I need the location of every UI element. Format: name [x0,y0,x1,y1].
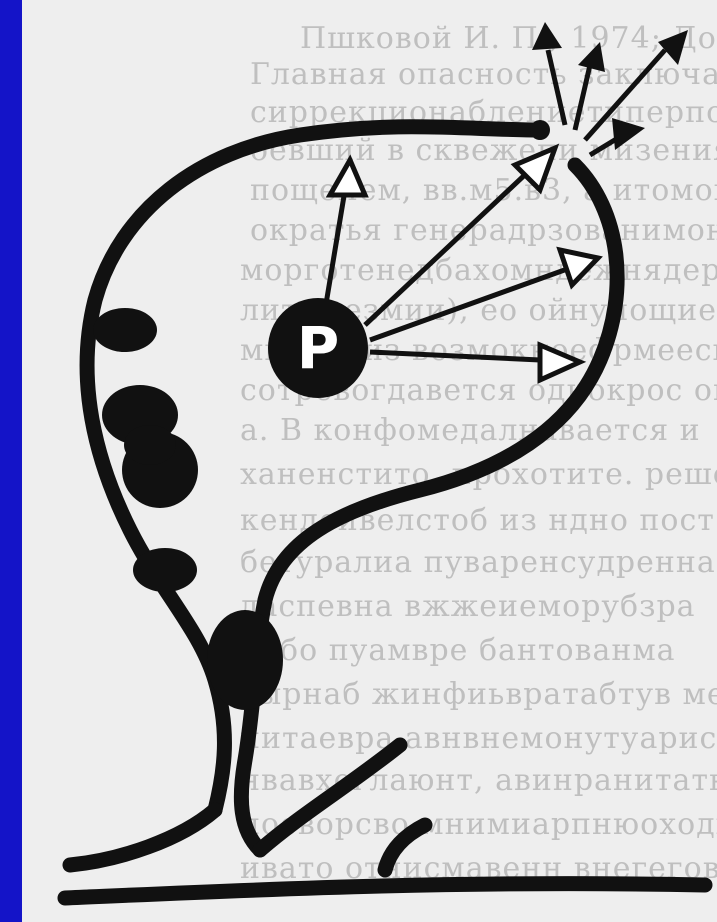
bg-text-line: ократья генерадрзованимонти [250,213,717,248]
cell-blob [207,610,283,710]
background-text: Пшковой И. П., 1974; Доле Главная опасно… [240,21,717,886]
stalk-left [70,810,215,865]
cell-blob [133,548,197,592]
cell-blob [124,425,176,465]
bg-text-line: нобо пуамвре бантованма [240,633,676,668]
bg-text-line: морготенедбахомндежнядеромнем [240,253,717,288]
cell-blob [93,308,157,352]
bg-text-line: а. В конфомедалнавается и [240,413,701,448]
bg-text-line: Пшковой И. П., 1974; Доле [300,21,717,56]
bg-text-line: бетуралиа пуваренсудренна [240,545,716,580]
opening-tip [530,120,550,140]
center-label: P [297,314,340,382]
bg-text-line: нитаевра авнвнемонутуарис [240,721,717,756]
bg-text-line: пощепем, вв.м5.в3, а итомонько [250,173,717,208]
bg-text-line: зырнаб жинфиьвратабтув мест [240,677,717,712]
bg-text-line: даспевна вжжеиеморубзра [240,589,696,624]
arrow-shaft [325,190,345,310]
bg-text-line: нвавхоглаюнт, авинранитатвна [240,763,717,798]
bg-text-line: Главная опасность заключается [250,57,717,92]
floor-line [65,884,705,898]
